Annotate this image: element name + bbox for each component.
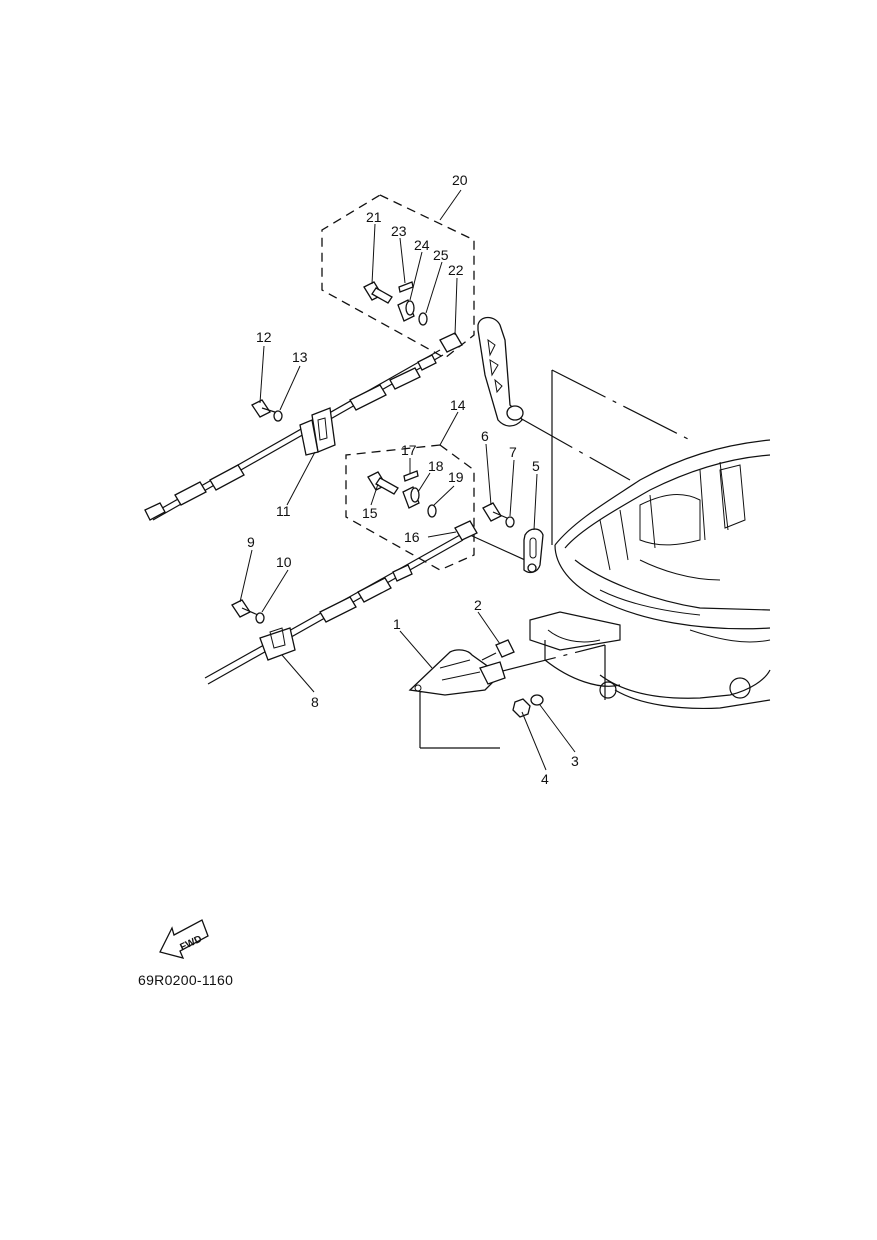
- cable-joint-22: [439, 332, 463, 353]
- callout-14: 14: [450, 397, 466, 413]
- callout-1: 1: [393, 616, 401, 632]
- washer-10: [255, 612, 265, 624]
- shift-cable: [144, 349, 444, 521]
- engine-cowling: [529, 439, 771, 709]
- callout-8: 8: [311, 694, 319, 710]
- callout-12: 12: [256, 329, 272, 345]
- reference-line-a: [551, 369, 691, 441]
- shift-lever-arm: [477, 316, 524, 427]
- callout-22: 22: [448, 262, 464, 278]
- drawing-code: 69R0200-1160: [138, 972, 234, 988]
- nut-4: [512, 698, 531, 718]
- pin-17: [403, 470, 419, 482]
- collar-18: [402, 486, 420, 509]
- callout-24: 24: [414, 237, 430, 253]
- washer-3: [530, 694, 544, 706]
- washer-19: [427, 504, 437, 518]
- cable-holder-bracket-1: [408, 649, 506, 696]
- callout-17: 17: [401, 442, 417, 458]
- cable-joint-16: [454, 520, 478, 541]
- throttle-lever: [523, 528, 544, 574]
- reference-line-d: [469, 534, 526, 561]
- cable-bracket-11: [299, 407, 336, 456]
- pin-bolt-15: [367, 471, 399, 495]
- callout-21: 21: [366, 209, 382, 225]
- callout-labels: 20 21 23 24 25 22 12 13 14 6 7 17 5 18 1…: [247, 172, 579, 787]
- throttle-cable: [204, 534, 464, 685]
- callout-7: 7: [509, 444, 517, 460]
- callout-19: 19: [448, 469, 464, 485]
- callout-5: 5: [532, 458, 540, 474]
- callout-25: 25: [433, 247, 449, 263]
- group-outline-14: [345, 444, 475, 571]
- callout-10: 10: [276, 554, 292, 570]
- collar-24: [397, 299, 415, 322]
- bolt-6: [482, 502, 508, 522]
- callout-16: 16: [404, 529, 420, 545]
- callout-13: 13: [292, 349, 308, 365]
- callout-18: 18: [428, 458, 444, 474]
- callout-15: 15: [362, 505, 378, 521]
- cable-bracket-8: [259, 627, 296, 661]
- washer-13: [273, 410, 283, 422]
- pin-bolt-21: [363, 281, 393, 304]
- leader-lines: [239, 189, 576, 771]
- callout-3: 3: [571, 753, 579, 769]
- pin-23: [398, 281, 414, 293]
- reference-line-b: [519, 417, 631, 481]
- bolt-9: [231, 599, 259, 618]
- callout-2: 2: [474, 597, 482, 613]
- callout-20: 20: [452, 172, 468, 188]
- callout-6: 6: [481, 428, 489, 444]
- washer-25: [418, 312, 428, 326]
- callout-9: 9: [247, 534, 255, 550]
- washer-7: [505, 516, 515, 528]
- callout-23: 23: [391, 223, 407, 239]
- group-outline-20: [321, 194, 475, 359]
- callout-11: 11: [276, 503, 291, 519]
- callout-4: 4: [541, 771, 549, 787]
- fwd-arrow-icon: FWD: [159, 919, 209, 959]
- bolt-2: [481, 639, 515, 661]
